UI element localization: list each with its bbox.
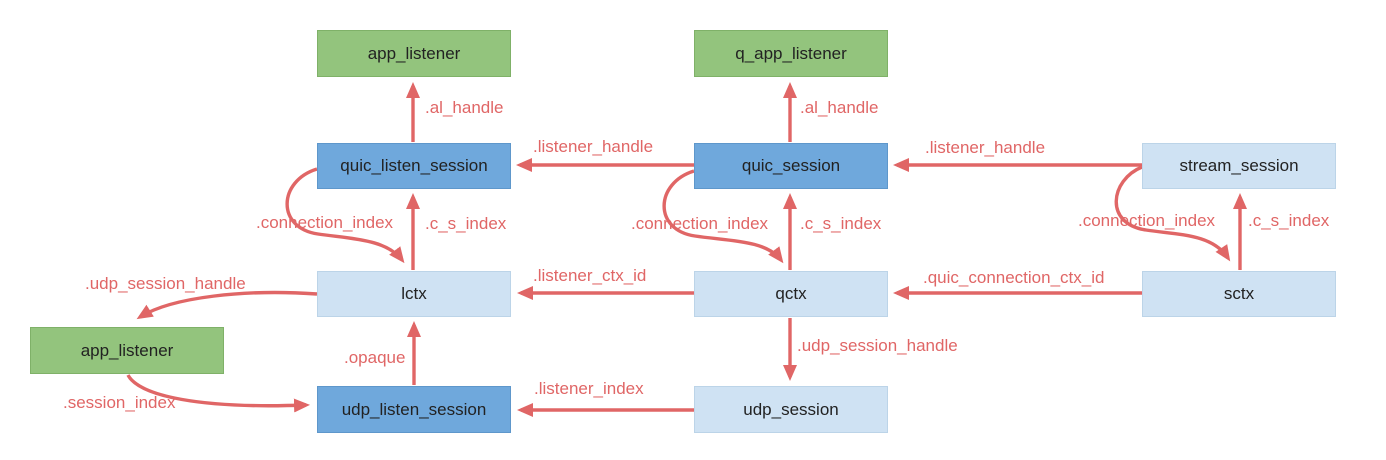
edge-label-al-handle-mid: .al_handle	[800, 98, 879, 117]
node-qctx: qctx	[694, 271, 888, 317]
edge-label-listener-index: .listener_index	[534, 379, 644, 398]
edge-label-c-s-index-right: .c_s_index	[1248, 211, 1330, 230]
arrow-connection-index-mid	[662, 169, 784, 264]
node-app-listener-left: app_listener	[30, 327, 224, 374]
node-lctx: lctx	[317, 271, 511, 317]
arrow-udp-session-handle-left	[136, 290, 318, 320]
edge-label-session-index: .session_index	[63, 393, 176, 412]
edge-label-connection-index-left: .connection_index	[256, 213, 394, 232]
edge-label-listener-handle-left: .listener_handle	[533, 137, 654, 156]
node-udp-listen-session: udp_listen_session	[317, 386, 511, 433]
edge-label-connection-index-mid: .connection_index	[631, 214, 769, 233]
node-stream-session: stream_session	[1142, 143, 1336, 189]
arrow-session-index	[126, 374, 310, 413]
node-app-listener-top: app_listener	[317, 30, 511, 77]
edge-label-al-handle-left: .al_handle	[425, 98, 504, 117]
node-sctx: sctx	[1142, 271, 1336, 317]
arrow-connection-index-right	[1114, 165, 1231, 262]
edge-label-opaque: .opaque	[344, 348, 406, 367]
arrow-connection-index-left	[285, 167, 405, 264]
edge-label-quic-connection-ctx-id: .quic_connection_ctx_id	[923, 268, 1105, 287]
edge-label-listener-handle-right: .listener_handle	[925, 138, 1046, 157]
node-quic-listen-session: quic_listen_session	[317, 143, 511, 189]
edge-label-udp-session-handle-left: .udp_session_handle	[85, 274, 246, 293]
edge-label-connection-index-right: .connection_index	[1078, 211, 1216, 230]
node-quic-session: quic_session	[694, 143, 888, 189]
edge-label-udp-session-handle-mid: .udp_session_handle	[797, 336, 958, 355]
edge-label-c-s-index-mid: .c_s_index	[800, 214, 882, 233]
node-q-app-listener: q_app_listener	[694, 30, 888, 77]
edge-label-c-s-index-left: .c_s_index	[425, 214, 507, 233]
node-udp-session: udp_session	[694, 386, 888, 433]
edge-label-listener-ctx-id: .listener_ctx_id	[533, 266, 647, 285]
